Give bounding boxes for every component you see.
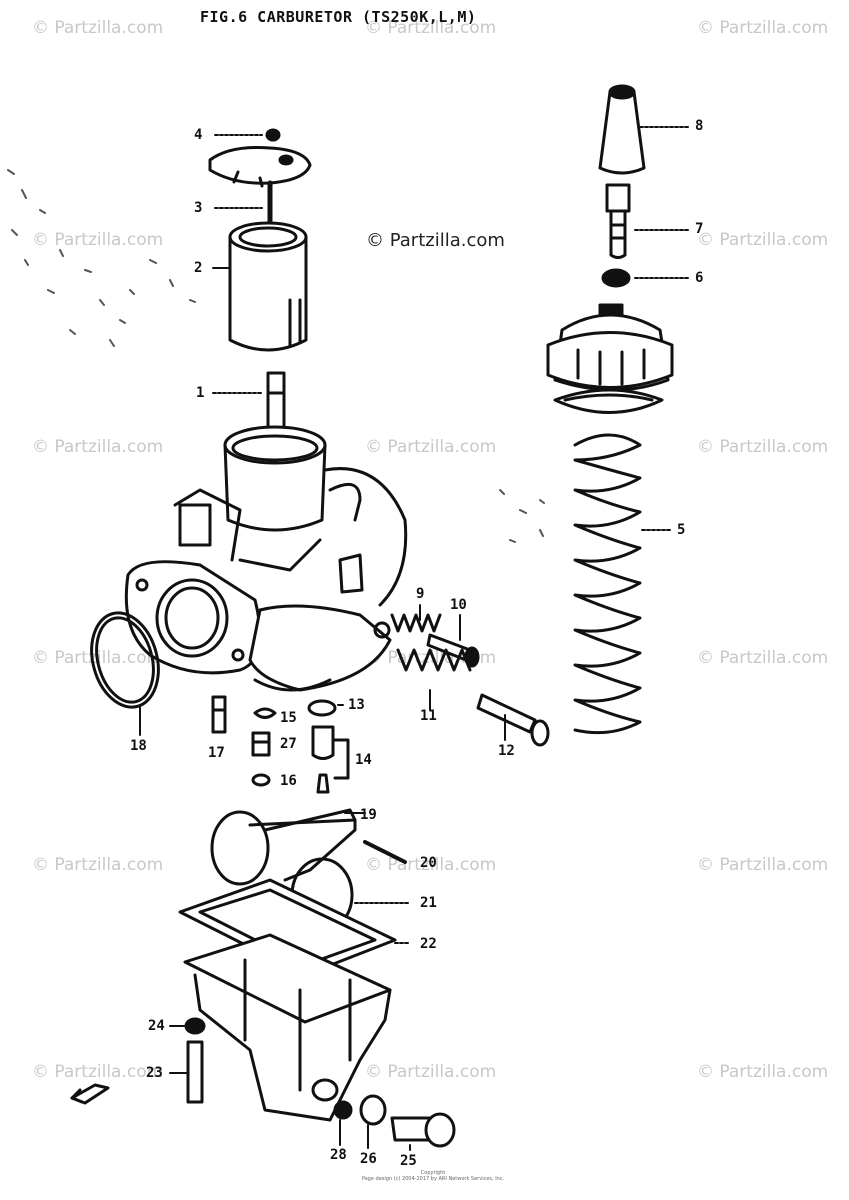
part-15-clip — [253, 707, 277, 719]
callout-16: 16 — [280, 773, 297, 789]
callout-24: 24 — [148, 1018, 165, 1034]
callout-13: 13 — [348, 697, 365, 713]
callout-5: 5 — [677, 522, 686, 538]
callout-26: 26 — [360, 1151, 377, 1167]
part-10-screw — [426, 614, 480, 668]
watermark: © Partzilla.com — [32, 230, 164, 250]
scan-noise — [7, 169, 545, 543]
part-12-screw — [476, 693, 550, 747]
watermark: © Partzilla.com — [32, 1062, 164, 1082]
figure-title: FIG.6 CARBURETOR (TS250K,L,M) — [200, 8, 477, 26]
part-5-spring — [573, 433, 673, 735]
callout-17: 17 — [208, 745, 225, 761]
partzilla-watermark: © Partzilla.com — [366, 230, 505, 251]
float-chamber — [183, 933, 392, 1122]
callout-7: 7 — [695, 221, 704, 237]
part-13-washer — [307, 699, 344, 717]
watermark: © Partzilla.com — [32, 855, 164, 875]
part-23-screw — [169, 1040, 204, 1104]
callout-25: 25 — [400, 1153, 417, 1169]
part-26-gasket — [359, 1094, 387, 1149]
part-17-pilot-jet — [211, 695, 227, 734]
copyright-line-1: Copyright — [420, 1170, 446, 1176]
part-9-spring — [390, 604, 442, 633]
front-arrow-icon — [70, 1083, 110, 1105]
part-6-nut — [601, 268, 691, 288]
watermark: © Partzilla.com — [32, 18, 164, 38]
watermark: © Partzilla.com — [365, 1062, 497, 1082]
callout-4: 4 — [194, 127, 203, 143]
callout-21: 21 — [420, 895, 437, 911]
callout-27: 27 — [280, 736, 297, 752]
part-24-nut — [169, 1017, 206, 1035]
callout-28: 28 — [330, 1147, 347, 1163]
callout-12: 12 — [498, 743, 515, 759]
part-18-o-ring — [90, 611, 160, 736]
part-16-washer — [251, 773, 271, 787]
callout-15: 15 — [280, 710, 297, 726]
watermark: © Partzilla.com — [697, 437, 829, 457]
part-11-spring — [396, 648, 472, 711]
part-20-pin — [363, 840, 407, 864]
part-7-cable-adjuster — [605, 183, 691, 259]
callout-19: 19 — [360, 807, 377, 823]
part-27-jet — [251, 731, 271, 757]
part-14-needle-valve — [311, 725, 350, 794]
watermark: © Partzilla.com — [365, 18, 497, 38]
callout-10: 10 — [450, 597, 467, 613]
callout-18: 18 — [130, 738, 147, 754]
callout-20: 20 — [420, 855, 437, 871]
callout-8: 8 — [695, 118, 704, 134]
callout-23: 23 — [146, 1065, 163, 1081]
callout-1: 1 — [196, 385, 205, 401]
watermark: © Partzilla.com — [697, 18, 829, 38]
callout-9: 9 — [416, 586, 425, 602]
part-1-needle-jet — [212, 371, 286, 435]
carburetor-body — [124, 425, 408, 692]
watermark: © Partzilla.com — [32, 437, 164, 457]
callout-11: 11 — [420, 708, 437, 724]
callout-2: 2 — [194, 260, 203, 276]
watermark: © Partzilla.com — [697, 648, 829, 668]
part-25-drain-plug — [390, 1112, 456, 1151]
callout-22: 22 — [420, 936, 437, 952]
watermark: © Partzilla.com — [365, 437, 497, 457]
part-8-cap-cover — [598, 84, 691, 175]
part-3-needle-plate — [208, 146, 312, 238]
part-2-throttle-valve — [212, 221, 308, 352]
copyright-line-2: Page design (c) 2004-2017 by ARI Network… — [361, 1176, 505, 1182]
watermark: © Partzilla.com — [697, 855, 829, 875]
callout-14: 14 — [355, 752, 372, 768]
callout-3: 3 — [194, 200, 203, 216]
part-28-plug — [333, 1100, 353, 1146]
callout-6: 6 — [695, 270, 704, 286]
part-4-screw — [214, 128, 281, 142]
copyright-notice: Copyright Page design (c) 2004-2017 by A… — [358, 1170, 508, 1182]
watermark: © Partzilla.com — [697, 1062, 829, 1082]
watermark: © Partzilla.com — [697, 230, 829, 250]
mixing-chamber-cap — [546, 303, 674, 414]
